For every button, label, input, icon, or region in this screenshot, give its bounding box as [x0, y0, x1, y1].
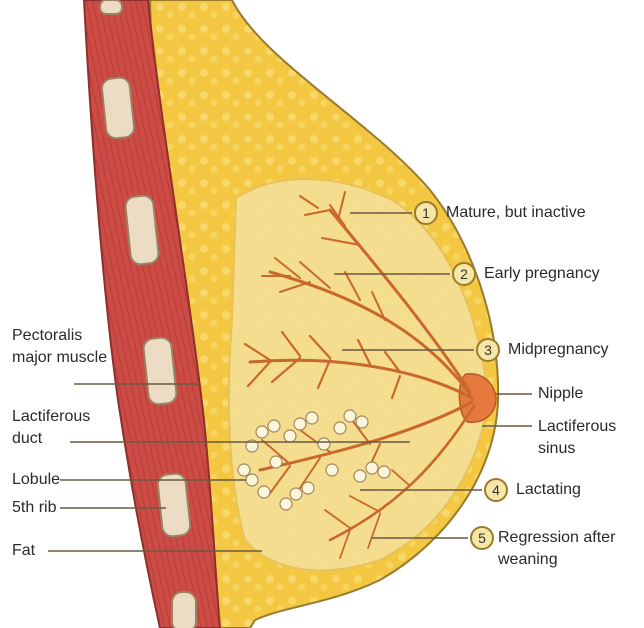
label-fat: Fat — [12, 540, 35, 562]
stage-2-label: Early pregnancy — [484, 263, 600, 285]
label-5th-rib: 5th rib — [12, 497, 56, 519]
stage-1-number: 1 — [414, 201, 438, 225]
stage-3-label: Midpregnancy — [508, 339, 609, 361]
label-pectoralis-major-muscle: Pectoralis major muscle — [12, 325, 124, 369]
label-lactiferous-sinus: Lactiferous sinus — [538, 416, 638, 460]
label-lobule: Lobule — [12, 469, 60, 491]
label-lactiferous-duct: Lactiferous duct — [12, 406, 124, 450]
stage-2-number: 2 — [452, 262, 476, 286]
stage-1-label: Mature, but inactive — [446, 202, 586, 224]
stage-4-number: 4 — [484, 478, 508, 502]
stage-5-label: Regression after weaning — [498, 527, 628, 571]
label-nipple: Nipple — [538, 383, 583, 405]
stage-5-number: 5 — [470, 526, 494, 550]
stage-3-number: 3 — [476, 338, 500, 362]
stage-4-label: Lactating — [516, 479, 581, 501]
